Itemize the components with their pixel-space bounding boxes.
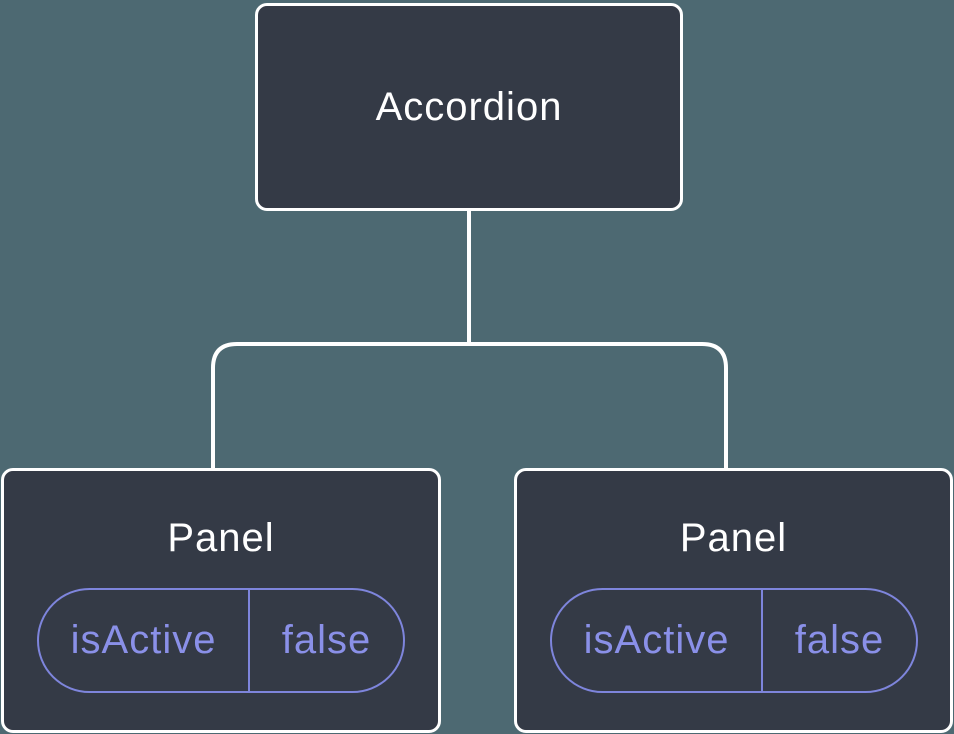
state-key-label: isActive: [552, 590, 764, 691]
accordion-node-label: Accordion: [375, 84, 563, 129]
panel-node-1-state-pill: isActive false: [37, 588, 405, 693]
panel-node-2-label: Panel: [679, 516, 788, 560]
panel-node-1-label: Panel: [167, 516, 275, 560]
state-key-label: isActive: [39, 590, 251, 691]
panel-node-2-state-pill: isActive false: [550, 588, 918, 693]
accordion-node: Accordion: [255, 3, 683, 211]
panel-node-1: Panel isActive false: [1, 468, 441, 733]
state-value-label: false: [794, 618, 885, 662]
state-value-label: false: [281, 618, 372, 662]
connector-branch-bracket: [211, 342, 728, 472]
panel-node-2: Panel isActive false: [514, 468, 953, 733]
